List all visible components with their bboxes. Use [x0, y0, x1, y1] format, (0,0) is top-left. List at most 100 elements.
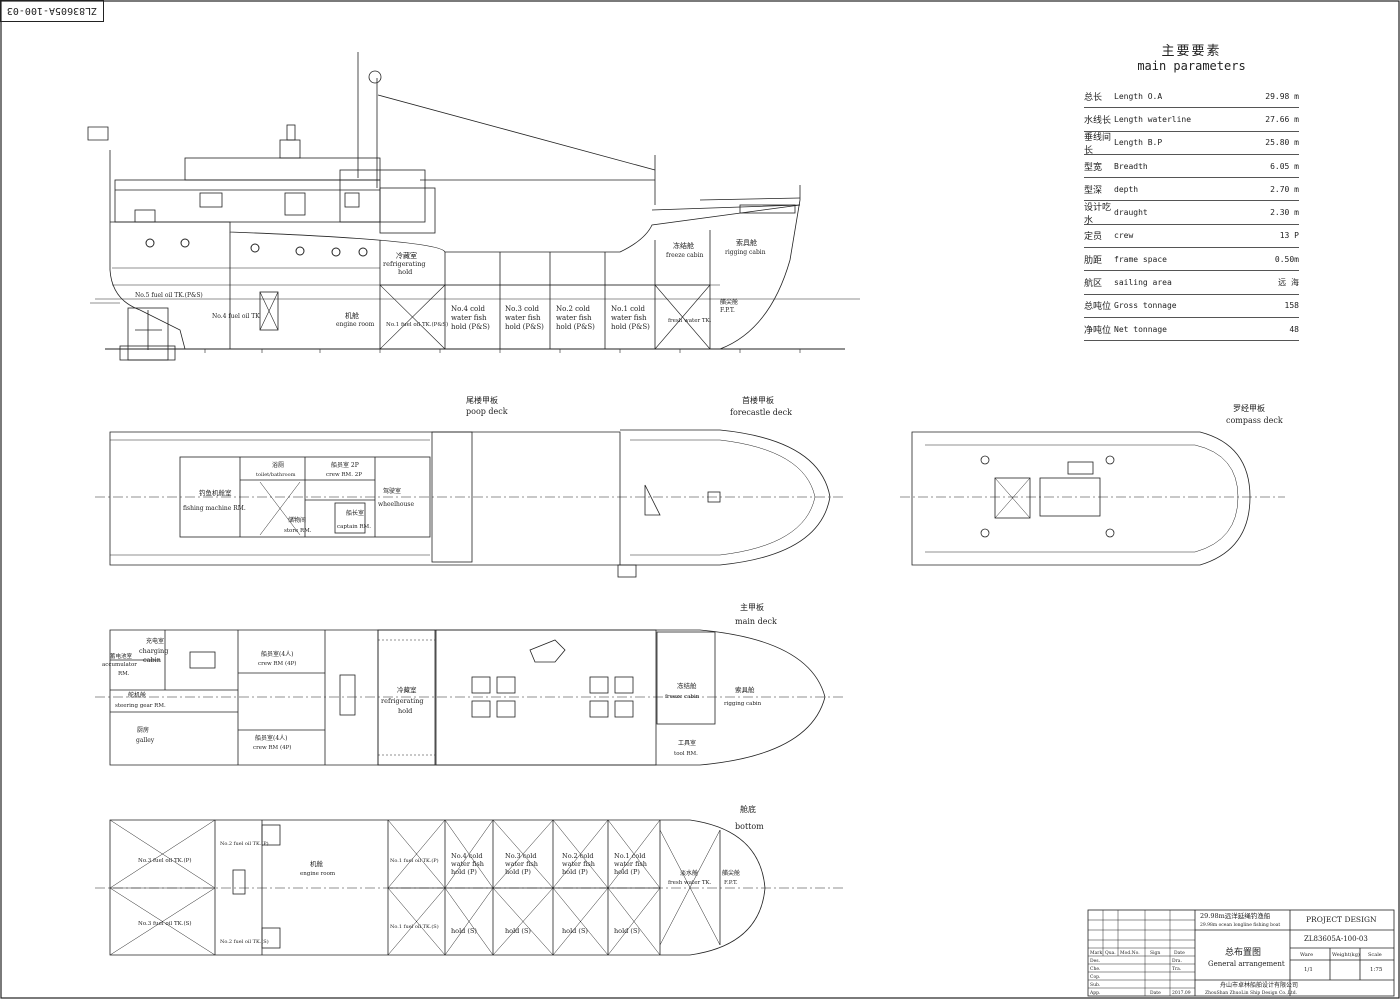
main-tool-cn: 工具室: [678, 739, 696, 747]
main-freeze-en: freeze cabin: [665, 694, 700, 700]
parameter-en: draught: [1114, 208, 1148, 218]
bottom-title-cn: 舱底: [740, 804, 756, 814]
parameter-en: Net tonnage: [1114, 324, 1167, 334]
tb-h-doc: Mod.No.: [1120, 950, 1140, 956]
poop-deck-view: [95, 429, 845, 578]
tb-sub: Sub.: [1090, 982, 1101, 988]
profile-fresh: fresh water TK.: [668, 318, 712, 324]
bottom-h3a: No.3 cold: [505, 852, 537, 860]
bottom-fpt-cn: 艏尖舱: [722, 869, 740, 877]
main-crew1-en: crew RM (4P): [258, 660, 296, 667]
tb-che: Che.: [1090, 966, 1101, 972]
parameter-en: Length waterline: [1114, 114, 1192, 124]
tb-col-weight: Weight(kg): [1332, 951, 1360, 958]
poop-crew-cn: 船员室 2P: [331, 461, 359, 469]
profile-fuel4: No.4 fuel oil TK: [212, 313, 260, 320]
profile-hold2c: hold (P&S): [556, 323, 595, 331]
parameters-title-en: main parameters: [1137, 59, 1246, 73]
bottom-h1c: hold (P): [614, 868, 640, 876]
bottom-engine-cn: 机舱: [310, 859, 324, 868]
profile-hold1c: hold (P&S): [611, 323, 650, 331]
parameter-value: 27.66 m: [1265, 114, 1299, 124]
tb-project: PROJECT DESIGN: [1306, 915, 1377, 924]
main-rigging-en: rigging cabin: [724, 701, 762, 707]
poop-fishing-en: fishing machine RM.: [183, 505, 246, 512]
parameter-cn: 型宽: [1084, 162, 1103, 173]
parameter-cn: 总长: [1084, 92, 1103, 103]
parameter-value: 2.70 m: [1270, 184, 1299, 194]
bottom-h1a: No.1 cold: [614, 852, 646, 860]
poop-toilet-en: toilet/bathroom: [256, 472, 296, 478]
main-steer-en: steering gear RM.: [115, 703, 166, 709]
main-galley-cn: 厨房: [137, 726, 149, 734]
parameter-value: 158: [1284, 301, 1299, 311]
poop-title-cn: 尾楼甲板: [466, 395, 498, 405]
bottom-fuel1a: No.1 fuel oil TK.(P): [390, 857, 439, 864]
parameter-en: frame space: [1114, 254, 1167, 264]
bottom-fuel3a: No.3 fuel oil TK.(P): [138, 857, 191, 864]
bottom-fresh-cn: 淡水舱: [680, 869, 698, 877]
bottom-h4a: No.4 cold: [451, 852, 483, 860]
bottom-h4b: water fish: [451, 860, 484, 868]
compass-title-en: compass deck: [1226, 416, 1283, 425]
tb-h-mark: Mark: [1090, 950, 1102, 956]
tb-col-ware: Ware: [1300, 952, 1313, 958]
profile-hold4b: water fish: [451, 314, 487, 322]
main-crew2-cn: 船员室(4人): [255, 734, 288, 742]
bottom-h2a: No.2 cold: [562, 852, 594, 860]
main-refrig-cn: 冷藏室: [397, 685, 417, 694]
tb-h-date: Date: [1174, 950, 1185, 956]
parameter-row: 型宽 Breadth 6.05 m: [1084, 155, 1299, 179]
parameter-value: 6.05 m: [1270, 161, 1299, 171]
profile-engine-en: engine room: [336, 321, 375, 328]
tb-sheet: 1/1: [1304, 967, 1313, 973]
tb-tra: Tra.: [1172, 966, 1182, 972]
bottom-engine-en: engine room: [300, 871, 336, 877]
parameter-en: sailing area: [1114, 278, 1172, 288]
parameter-cn: 总吨位: [1084, 302, 1112, 313]
bottom-h3c: hold (P): [505, 868, 531, 876]
tb-dra: Dra.: [1172, 958, 1182, 964]
parameter-cn: 设计吃水: [1084, 202, 1112, 226]
parameter-cn: 垂线间长: [1084, 132, 1112, 156]
tb-app: App.: [1089, 990, 1101, 996]
main-accum-en: accumulator: [102, 662, 137, 668]
bottom-fuel2a: No.2 fuel oil TK.(P): [220, 840, 269, 847]
profile-hold4c: hold (P&S): [451, 323, 490, 331]
poop-fishing-cn: 钓鱼机舱室: [199, 488, 232, 497]
main-title-en: main deck: [735, 617, 777, 626]
parameter-value: 48: [1289, 324, 1299, 334]
profile-engine-cn: 机舱: [345, 311, 359, 320]
profile-hold4a: No.4 cold: [451, 305, 485, 313]
main-refrig-en2: hold: [398, 707, 412, 715]
main-title-cn: 主甲板: [740, 602, 764, 612]
profile-fuel1: No.1 fuel oil TK.(P&S): [386, 321, 448, 328]
parameter-en: Breadth: [1114, 161, 1148, 171]
profile-freeze-cn: 冻结舱: [673, 241, 694, 250]
bottom-h4c: hold (P): [451, 868, 477, 876]
main-rigging-cn: 索具舱: [735, 685, 755, 694]
parameter-en: depth: [1114, 184, 1139, 194]
main-tool-en: tool RM.: [674, 751, 698, 757]
profile-hold2a: No.2 cold: [556, 305, 590, 313]
profile-fpt: F.P.T.: [720, 307, 735, 314]
bottom-h2c: hold (P): [562, 868, 588, 876]
parameter-cn: 航区: [1084, 279, 1103, 290]
main-crew1-cn: 船员室(4人): [261, 650, 294, 658]
profile-refrig-en: refrigerating: [383, 260, 426, 268]
profile-view: [87, 52, 860, 361]
tb-drawing-no: ZL83605A-100-03: [1304, 935, 1368, 943]
bottom-fpt-en: F.P.T.: [724, 880, 738, 886]
tb-company-en: ZhouShan ZhuoLin Ship Design Co.,Ltd.: [1205, 990, 1298, 996]
poop-toilet-cn: 浴厕: [272, 461, 284, 469]
parameter-en: Length O.A: [1114, 91, 1163, 101]
